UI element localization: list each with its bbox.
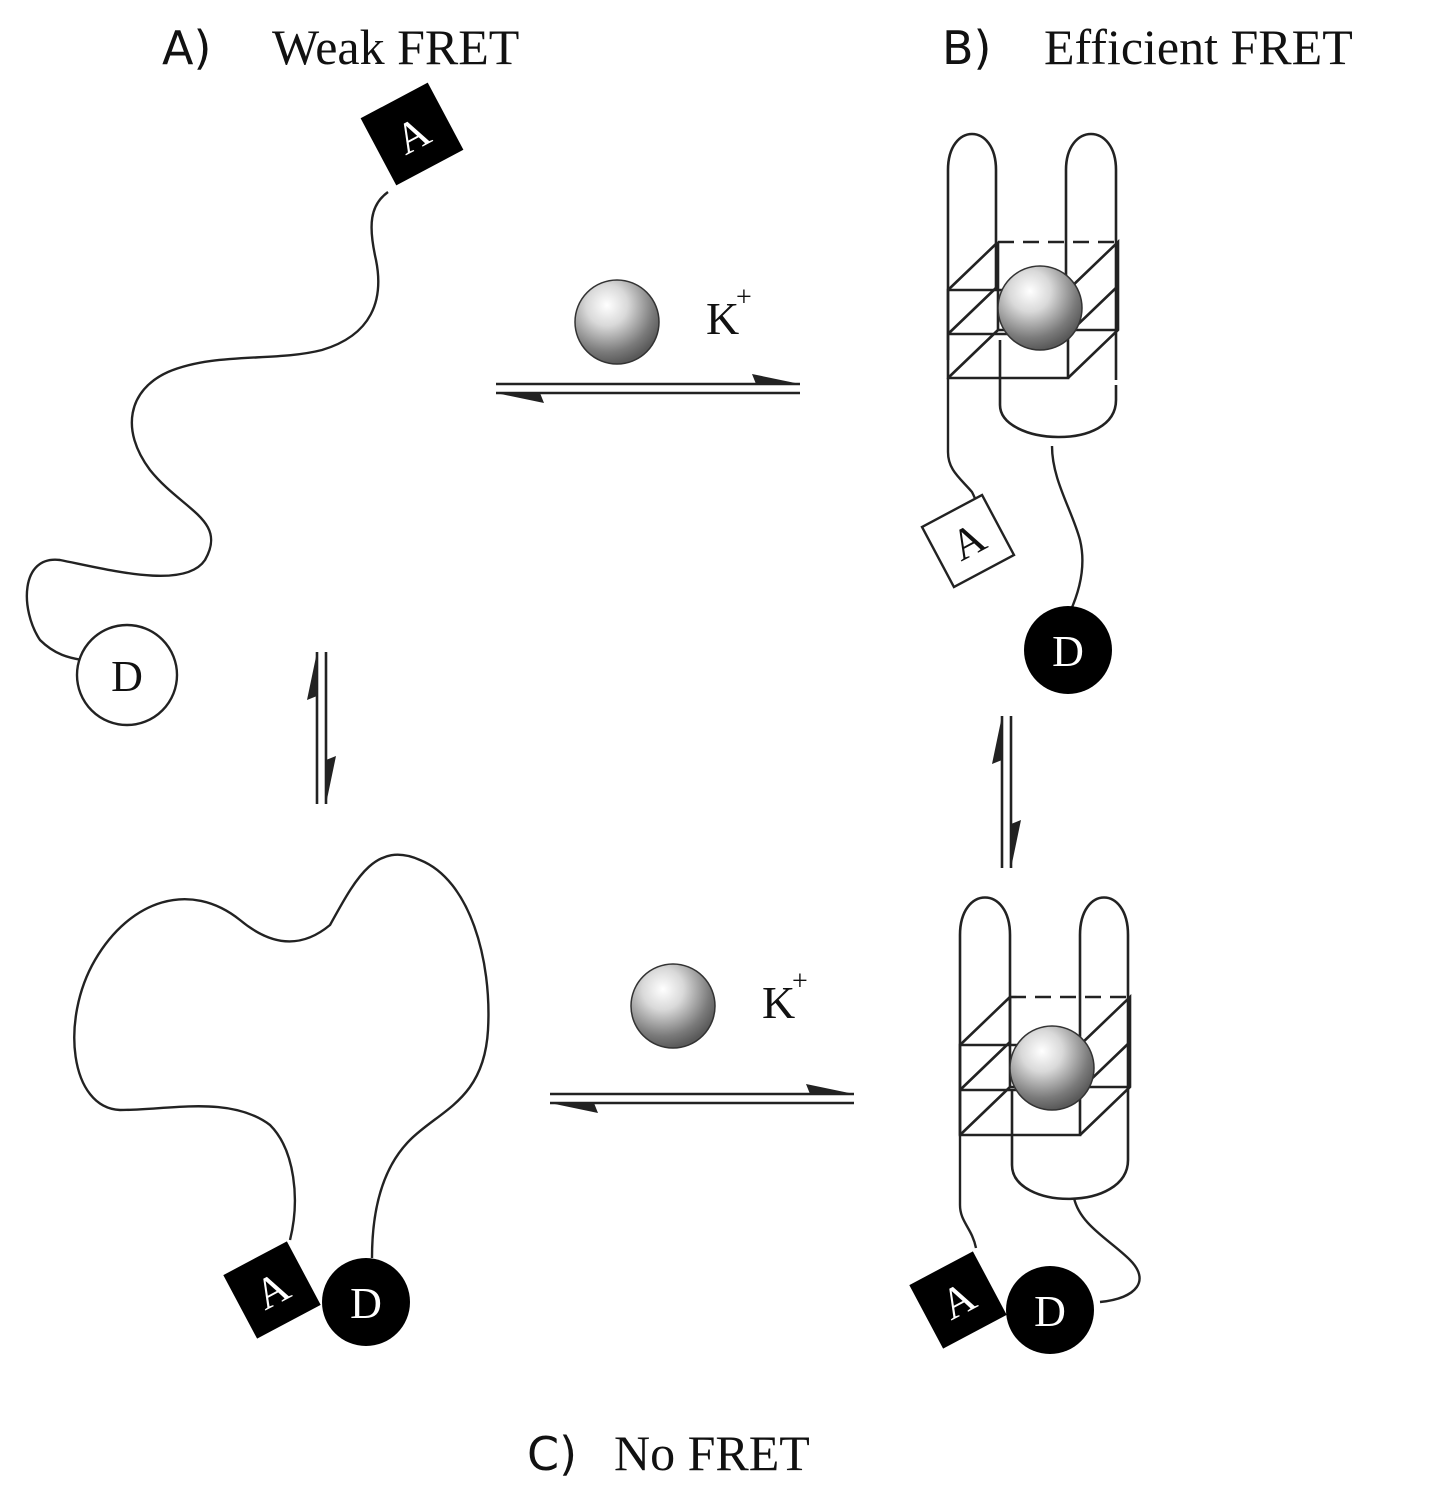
- gq-bottom-ion-sphere: [1009, 1025, 1095, 1111]
- donor-circle-bottom-right: D: [1006, 1266, 1094, 1354]
- left-up-arrowhead: [307, 652, 317, 700]
- acceptor-square-bottom-right-shape: [909, 1251, 1007, 1349]
- label-c: C) No FRET: [527, 1425, 810, 1481]
- acceptor-square-top-shape: [360, 82, 464, 186]
- donor-circle-bottom-left-shape: [322, 1258, 410, 1346]
- acceptor-square-open: A: [920, 493, 1016, 589]
- label-c-letter: C): [527, 1427, 577, 1481]
- label-a-text: Weak FRET: [272, 19, 519, 75]
- acceptor-square-bottom-right: A: [909, 1251, 1007, 1349]
- collapsed-strand-line: [73, 853, 490, 1259]
- left-down-arrowhead: [326, 756, 336, 804]
- right-up-arrowhead: [992, 716, 1002, 764]
- equilibrium-arrow-right: [992, 716, 1021, 868]
- ion-sphere-bottom: [630, 963, 716, 1049]
- right-down-arrowhead: [1011, 820, 1021, 868]
- gq-bottom-tail-left: [958, 1135, 978, 1249]
- ion-charge-top: +: [736, 282, 752, 313]
- donor-label-bottom-left: D: [350, 1279, 382, 1328]
- donor-circle-bottom-right-shape: [1006, 1266, 1094, 1354]
- donor-circle-dark-top: D: [1024, 606, 1112, 694]
- equilibrium-arrow-left: [307, 652, 336, 804]
- gq-bottom-loop-left: [958, 896, 1012, 1135]
- donor-circle-open: D: [75, 623, 179, 727]
- ion-sphere-top: [574, 279, 660, 365]
- ion-symbol-bottom: K: [762, 977, 795, 1028]
- donor-circle-dark-top-shape: [1024, 606, 1112, 694]
- gq-bottom-loop-right: [1078, 896, 1130, 1140]
- strand-extended: A D: [25, 82, 464, 727]
- acceptor-square-bottom-left: A: [223, 1241, 321, 1339]
- donor-label-bottom-right: D: [1034, 1287, 1066, 1336]
- gq-bottom-tail-right: [1072, 1197, 1141, 1304]
- g-quadruplex-bottom: A D: [909, 896, 1141, 1354]
- gq-top-loop-right: [1064, 132, 1118, 380]
- forward-arrowhead-top: [752, 374, 800, 384]
- g-quadruplex-top: A D: [920, 132, 1120, 694]
- label-c-text: No FRET: [614, 1425, 810, 1481]
- label-b: B) Efficient FRET: [942, 19, 1353, 75]
- gq-top-loop-bottom: [998, 340, 1118, 439]
- equilibrium-arrow-bottom: [550, 1084, 854, 1113]
- donor-label-dark-top: D: [1052, 627, 1084, 676]
- reverse-arrowhead-bottom: [550, 1103, 598, 1113]
- gq-top-ion-sphere: [997, 265, 1083, 351]
- potassium-ion-bottom: K +: [630, 963, 808, 1049]
- extended-strand-line: [25, 191, 389, 662]
- label-b-letter: B): [942, 21, 992, 75]
- label-b-text: Efficient FRET: [1044, 19, 1353, 75]
- label-a-letter: A): [162, 21, 211, 75]
- donor-circle-open-shape: [75, 623, 179, 727]
- gq-bottom-loop-lower: [1010, 1090, 1130, 1201]
- reverse-arrowhead-top: [496, 393, 544, 403]
- potassium-ion-top: K +: [574, 279, 752, 365]
- gq-top-loop-left: [946, 132, 998, 360]
- ion-symbol-top: K: [706, 293, 739, 344]
- donor-circle-bottom-left: D: [322, 1258, 410, 1346]
- donor-label-open: D: [111, 652, 143, 701]
- equilibrium-arrow-top: [496, 374, 800, 403]
- ion-charge-bottom: +: [792, 966, 808, 997]
- gq-top-tail-right: [1050, 445, 1084, 613]
- acceptor-square-top: A: [360, 82, 464, 186]
- acceptor-square-bottom-left-shape: [223, 1241, 321, 1339]
- strand-collapsed: A D: [73, 853, 490, 1346]
- label-a: A) Weak FRET: [162, 19, 519, 75]
- gq-top-tail-left: [946, 378, 978, 511]
- forward-arrowhead-bottom: [806, 1084, 854, 1094]
- acceptor-square-open-shape: [920, 493, 1016, 589]
